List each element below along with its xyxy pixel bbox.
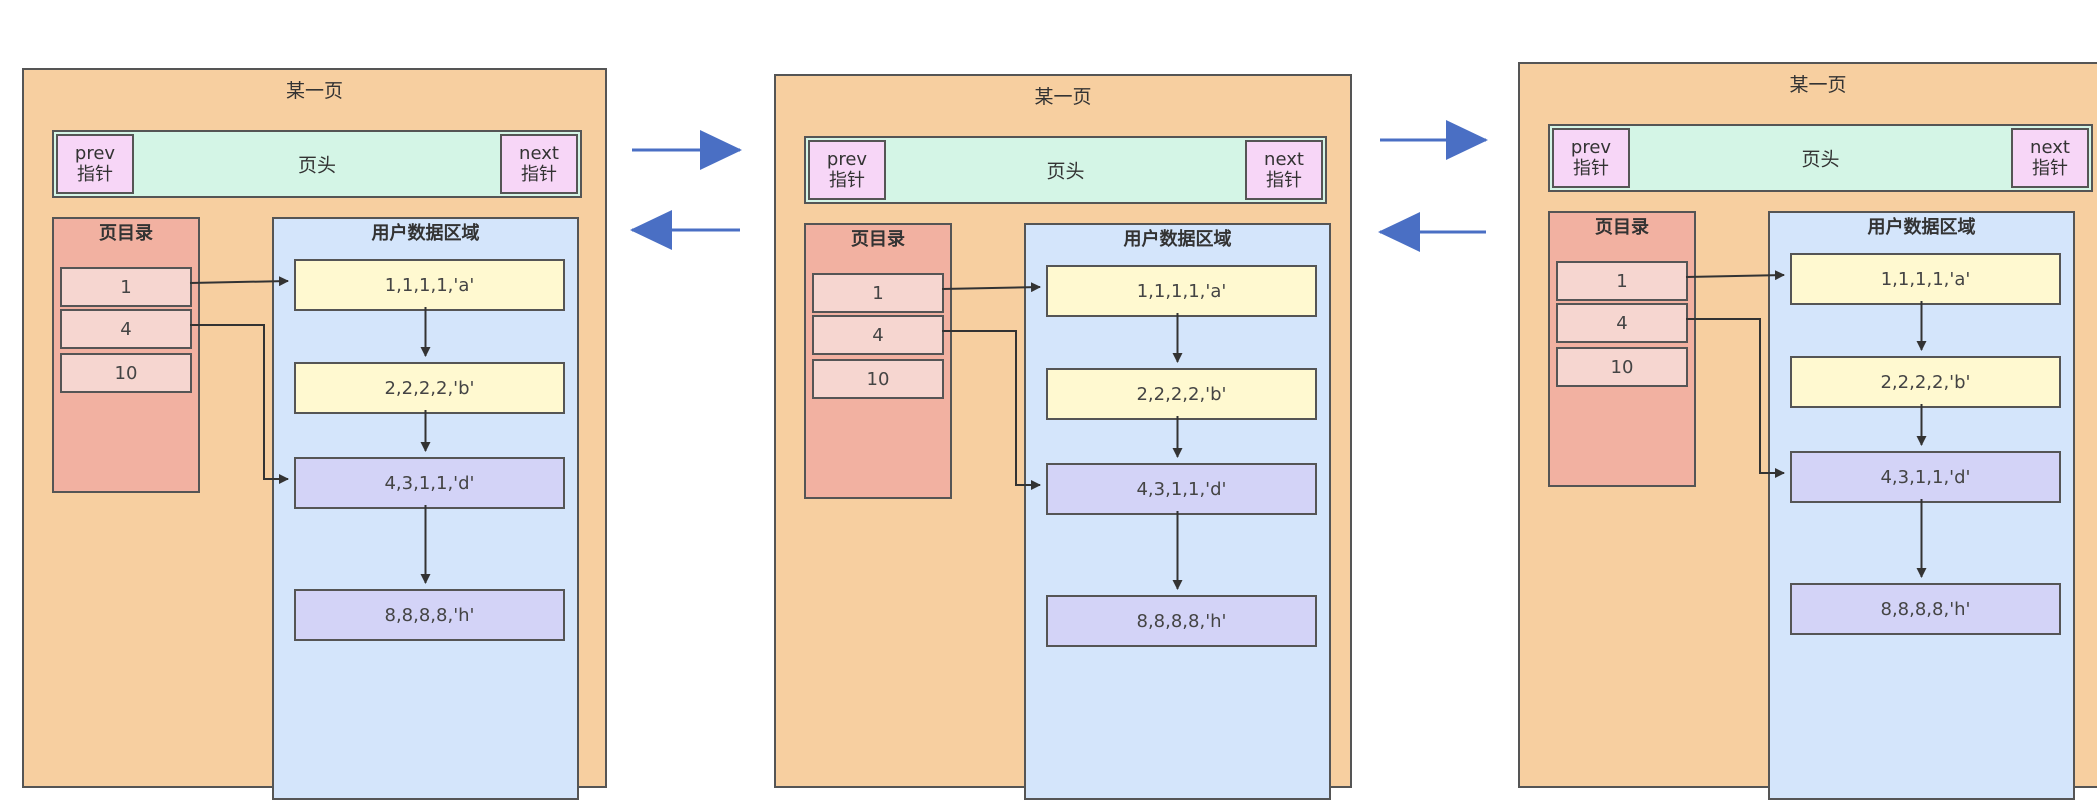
record[interactable]: 8,8,8,8,'h': [1790, 583, 2061, 635]
page-directory-title: 页目录: [99, 223, 153, 244]
directory-slot[interactable]: 10: [60, 353, 192, 393]
record[interactable]: 1,1,1,1,'a': [1046, 265, 1317, 317]
directory-slot[interactable]: 10: [1556, 347, 1688, 387]
user-data-area: 用户数据区域 1,1,1,1,'a' 2,2,2,2,'b' 4,3,1,1,'d' 8…: [1768, 211, 2075, 800]
record[interactable]: 4,3,1,1,'d': [1046, 463, 1317, 515]
prev-pointer-line2: 指针: [1573, 158, 1609, 179]
next-pointer-line1: next: [1264, 149, 1304, 170]
next-pointer-line2: 指针: [521, 164, 557, 185]
user-data-area-title: 用户数据区域: [371, 223, 480, 244]
record[interactable]: 2,2,2,2,'b': [1046, 368, 1317, 420]
record[interactable]: 4,3,1,1,'d': [1790, 451, 2061, 503]
record[interactable]: 8,8,8,8,'h': [294, 589, 565, 641]
prev-pointer-line2: 指针: [77, 164, 113, 185]
directory-slot[interactable]: 4: [1556, 303, 1688, 343]
directory-slot[interactable]: 1: [60, 267, 192, 307]
directory-slot[interactable]: 1: [1556, 261, 1688, 301]
directory-slot[interactable]: 1: [812, 273, 944, 313]
prev-pointer-line2: 指针: [829, 170, 865, 191]
page-title: 某一页: [285, 80, 343, 102]
record[interactable]: 2,2,2,2,'b': [1790, 356, 2061, 408]
record[interactable]: 1,1,1,1,'a': [294, 259, 565, 311]
prev-pointer-line1: prev: [826, 149, 868, 170]
user-data-area: 用户数据区域 1,1,1,1,'a' 2,2,2,2,'b' 4,3,1,1,'d' 8…: [1024, 223, 1331, 800]
directory-slot[interactable]: 4: [812, 315, 944, 355]
record[interactable]: 1,1,1,1,'a': [1790, 253, 2061, 305]
prev-pointer-line1: prev: [74, 143, 116, 164]
page-directory-title: 页目录: [851, 229, 905, 250]
next-pointer-line2: 指针: [1266, 170, 1302, 191]
page-directory-title: 页目录: [1595, 217, 1649, 238]
next-pointer-line1: next: [2030, 137, 2070, 158]
user-data-area-title: 用户数据区域: [1867, 217, 1976, 238]
record[interactable]: 2,2,2,2,'b': [294, 362, 565, 414]
record[interactable]: 4,3,1,1,'d': [294, 457, 565, 509]
prev-pointer-line1: prev: [1570, 137, 1612, 158]
record[interactable]: 8,8,8,8,'h': [1046, 595, 1317, 647]
next-pointer-line2: 指针: [2032, 158, 2068, 179]
next-pointer-line1: next: [519, 143, 559, 164]
page-header-label: 页头: [297, 154, 336, 177]
directory-slot[interactable]: 10: [812, 359, 944, 399]
page-header-label: 页头: [1801, 148, 1840, 171]
user-data-area: 用户数据区域 1,1,1,1,'a' 2,2,2,2,'b' 4,3,1,1,'d' 8…: [272, 217, 579, 800]
directory-slot[interactable]: 4: [60, 309, 192, 349]
user-data-area-title: 用户数据区域: [1123, 229, 1232, 250]
page-title: 某一页: [1789, 74, 1847, 96]
page-header-label: 页头: [1046, 160, 1085, 183]
page-title: 某一页: [1034, 86, 1092, 108]
